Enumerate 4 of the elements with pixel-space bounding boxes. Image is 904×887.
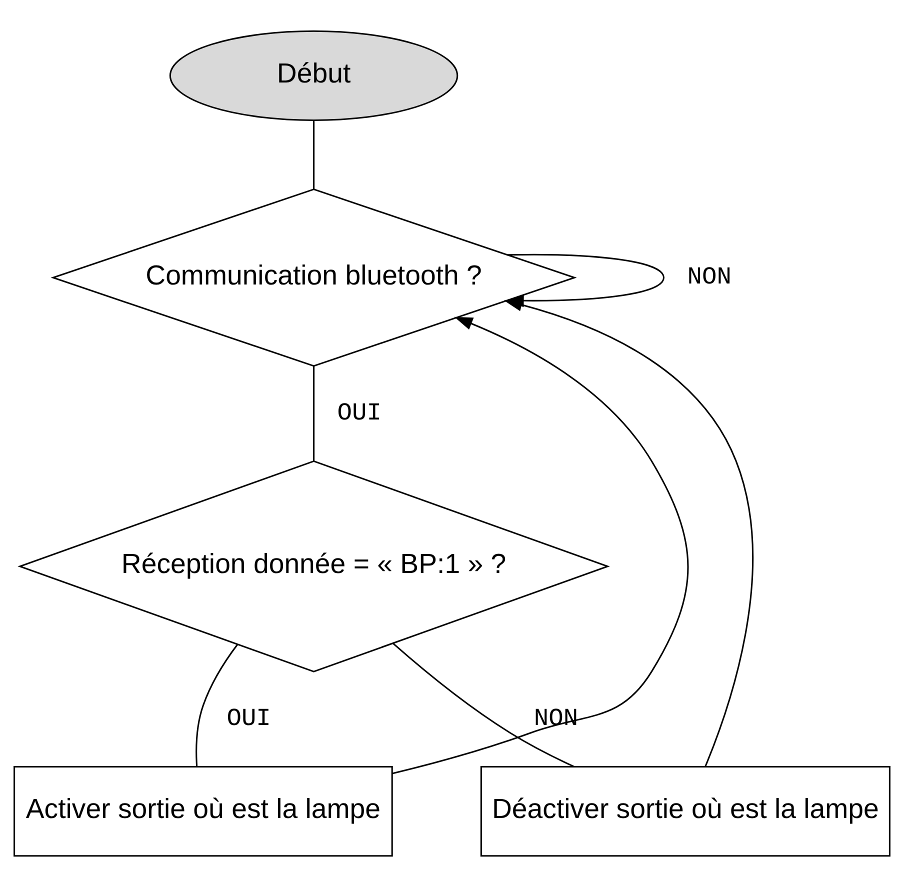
edge-label: OUI [337,400,382,428]
edge-label: OUI [226,706,271,734]
edge-label: NON [534,706,578,734]
edge-label: NON [687,264,732,292]
